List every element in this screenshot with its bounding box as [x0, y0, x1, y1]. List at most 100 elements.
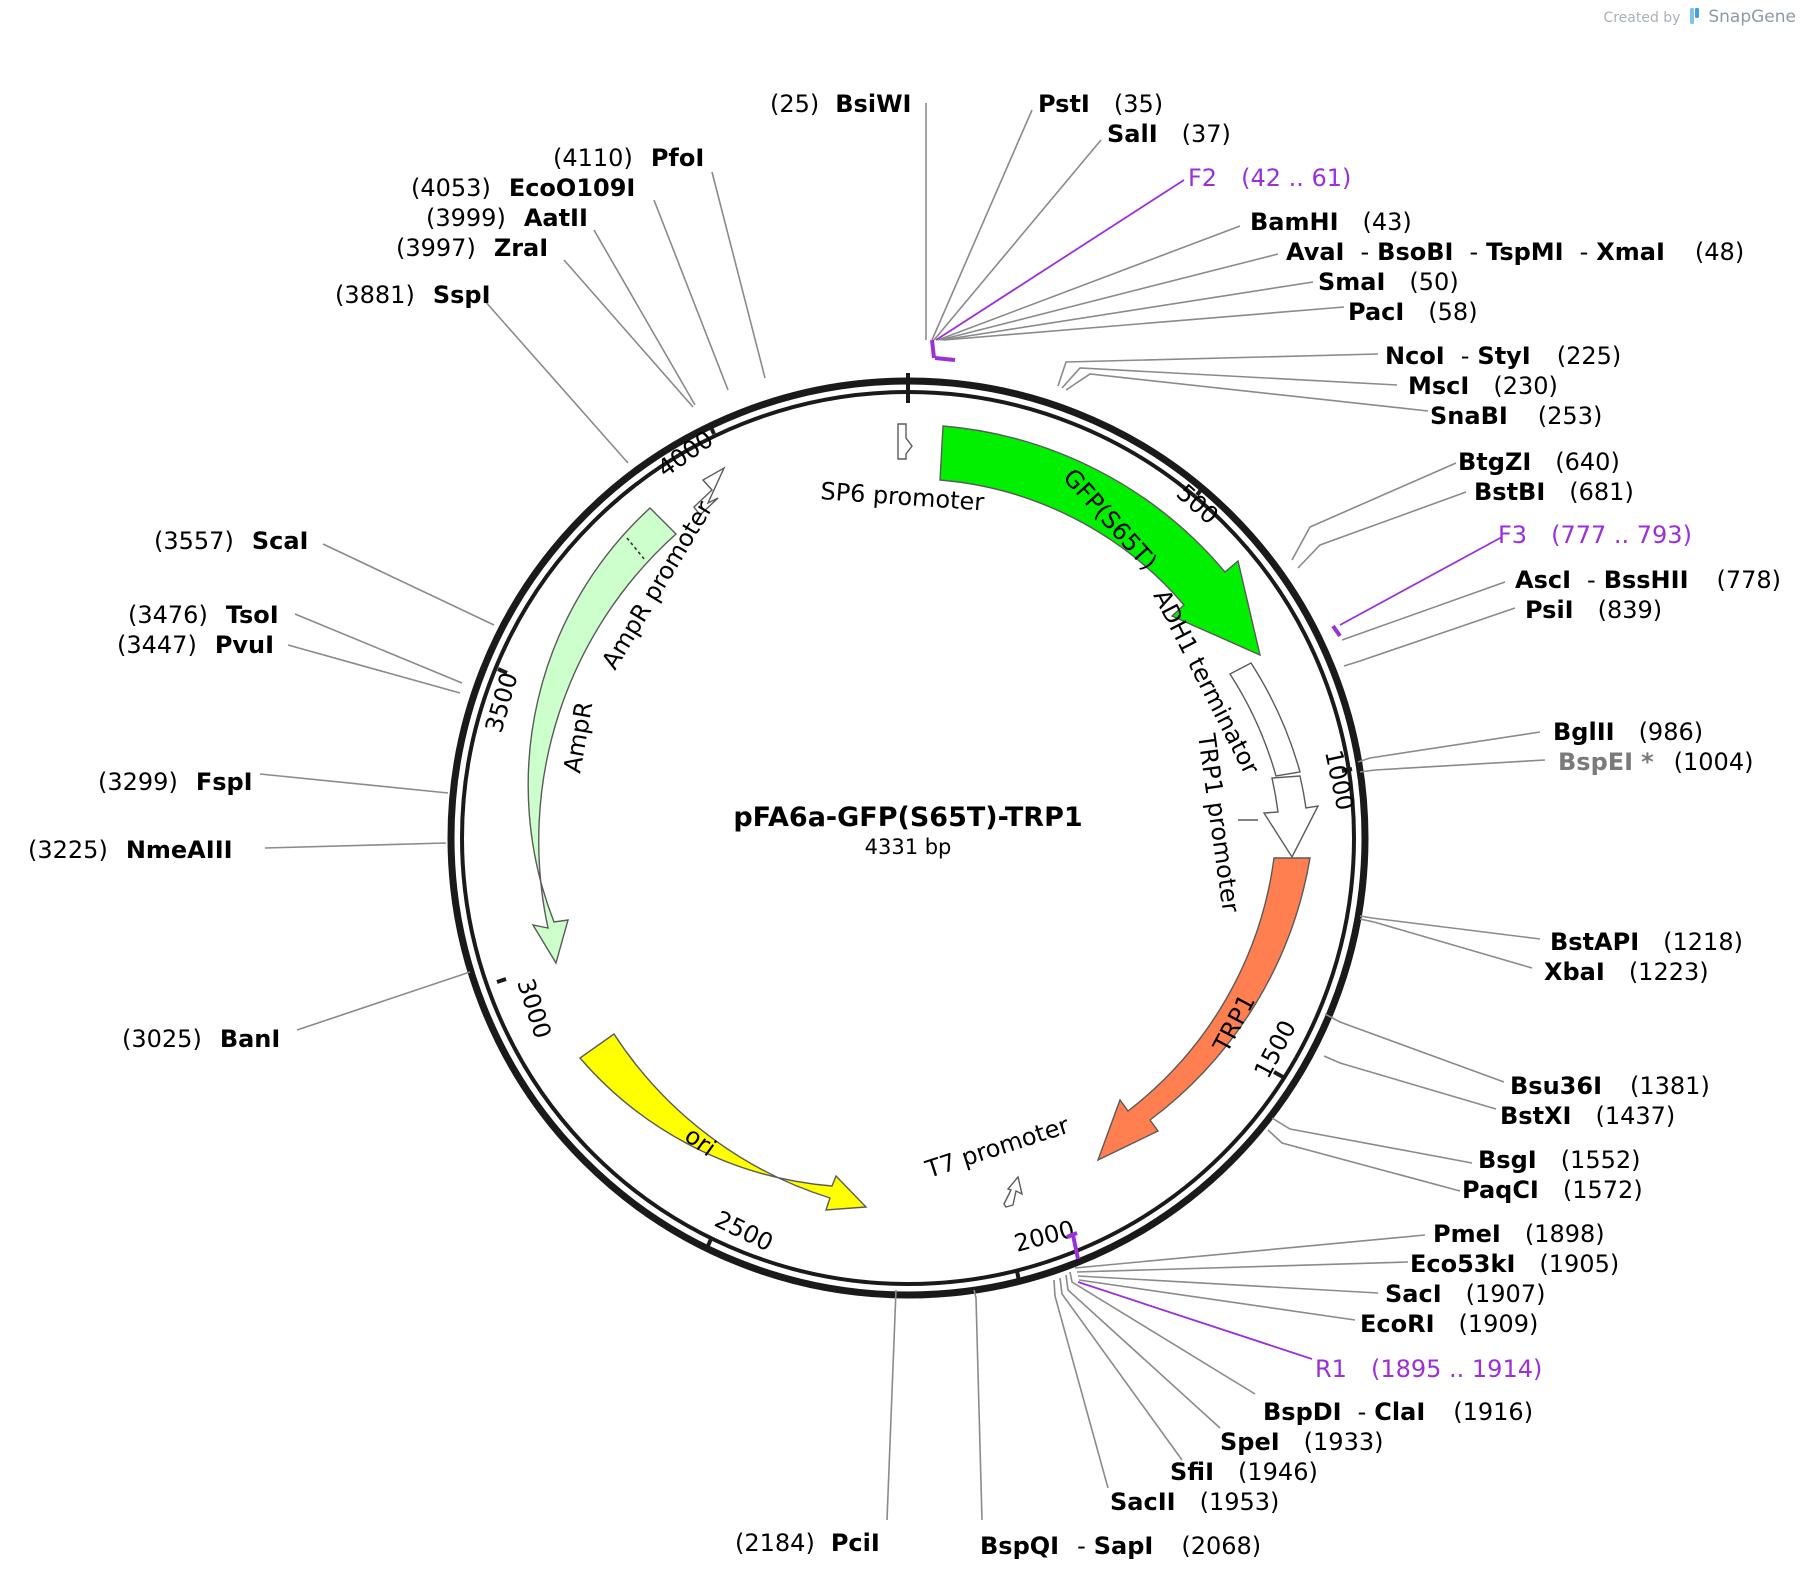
enzyme-msci[interactable]: MscI(230) [1408, 372, 1558, 400]
enzyme-eco0109i[interactable]: (4053)EcoO109I [411, 174, 635, 202]
leader-ava [939, 253, 1279, 341]
leader-r1 [1077, 1281, 1313, 1360]
ampr-promoter-feature[interactable] [693, 466, 726, 517]
leader-bstapi [1359, 915, 1541, 940]
enzyme-bstbi[interactable]: BstBI(681) [1474, 478, 1634, 506]
enzyme-bspqi-sapi[interactable]: BspQI-SapI(2068) [980, 1532, 1261, 1560]
enzyme-xbai[interactable]: XbaI(1223) [1544, 958, 1709, 986]
credit-created-by: Created by [1603, 10, 1681, 26]
sp6-promoter-feature[interactable] [897, 423, 913, 460]
snapgene-logo-icon [1689, 8, 1699, 24]
enzyme-labels: (25)BsiWI PstI(35) SalI(37) F2(42 .. 61)… [28, 90, 1781, 1560]
t7-promoter-feature[interactable] [1003, 1175, 1024, 1208]
enzyme-aatii[interactable]: (3999)AatII [426, 204, 588, 232]
primer-f2-label[interactable]: F2(42 .. 61) [1188, 164, 1351, 192]
leader-bsu36i [1324, 1013, 1505, 1083]
leader-eco53ki [1076, 1261, 1409, 1273]
leader-nmeaiii [264, 842, 447, 849]
enzyme-psii[interactable]: PsiI(839) [1525, 596, 1662, 624]
tick-marks [496, 373, 1353, 1282]
ori-feature[interactable] [578, 1033, 868, 1211]
enzyme-tsoi[interactable]: (3476)TsoI [128, 601, 279, 629]
enzyme-bamhi[interactable]: BamHI(43) [1250, 208, 1412, 236]
enzyme-pmei[interactable]: PmeI(1898) [1433, 1220, 1605, 1248]
enzyme-snabi[interactable]: SnaBI(253) [1430, 402, 1602, 430]
enzyme-smai[interactable]: SmaI(50) [1318, 268, 1459, 296]
enzyme-psti[interactable]: PstI(35) [1038, 90, 1163, 118]
enzyme-bglii[interactable]: BglII(986) [1553, 718, 1703, 746]
leader-tsoi [294, 613, 463, 684]
gfp-feature[interactable] [939, 425, 1262, 657]
enzyme-sali[interactable]: SalI(37) [1107, 120, 1231, 148]
enzyme-spei[interactable]: SpeI(1933) [1220, 1428, 1383, 1456]
enzyme-ecori[interactable]: EcoRI(1909) [1360, 1310, 1538, 1338]
enzyme-fspi[interactable]: (3299)FspI [98, 768, 253, 796]
enzyme-saci[interactable]: SacI(1907) [1385, 1280, 1545, 1308]
ampr-feature[interactable] [527, 507, 678, 965]
enzyme-bspdi-clai[interactable]: BspDI-ClaI(1916) [1263, 1398, 1533, 1426]
tick-1000 [1341, 767, 1353, 773]
enzyme-pcii[interactable]: (2184)PciI [735, 1529, 880, 1557]
enzyme-bsgi[interactable]: BsgI(1552) [1478, 1146, 1641, 1174]
enzyme-bstxi[interactable]: BstXI(1437) [1500, 1102, 1675, 1130]
leader-f3 [1339, 536, 1503, 626]
leader-bsgi [1271, 1117, 1473, 1164]
leader-sali [933, 139, 1102, 341]
enzyme-pfoi[interactable]: (4110)PfoI [553, 144, 704, 172]
enzyme-asci-bsshii[interactable]: AscI-BssHII(778) [1515, 566, 1781, 594]
enzyme-sacii[interactable]: SacII(1953) [1110, 1488, 1279, 1516]
enzyme-eco53ki[interactable]: Eco53kI(1905) [1410, 1250, 1619, 1278]
leader-psii [1343, 607, 1516, 667]
tick-2500 [705, 1238, 713, 1249]
leader-smai [941, 281, 1314, 341]
enzyme-paqci[interactable]: PaqCI(1572) [1462, 1176, 1643, 1204]
enzyme-zrai[interactable]: (3997)ZraI [396, 234, 548, 262]
leader-sspi [483, 299, 629, 464]
plasmid-name: pFA6a-GFP(S65T)-TRP1 [733, 802, 1082, 833]
leader-sacii [1053, 1279, 1109, 1489]
leader-aatii [593, 229, 696, 406]
tick-label-2500: 2500 [710, 1205, 777, 1257]
primer-r1-tick [1071, 1234, 1080, 1260]
tick-label-3000: 3000 [511, 975, 557, 1042]
enzyme-bani[interactable]: (3025)BanI [122, 1025, 280, 1053]
trp1-promoter-feature[interactable] [1262, 775, 1320, 859]
leader-pcii [886, 1289, 897, 1521]
enzyme-ava-group[interactable]: AvaI-BsoBI-TspMI-XmaI(48) [1286, 238, 1744, 266]
enzyme-bspei[interactable]: BspEI*(1004) [1558, 748, 1753, 776]
enzyme-bsu36i[interactable]: Bsu36I(1381) [1510, 1072, 1710, 1100]
trp1-feature[interactable] [1096, 857, 1311, 1162]
enzyme-paci[interactable]: PacI(58) [1348, 298, 1478, 326]
primer-f2-tick [934, 356, 956, 362]
credit-brand: SnapGene [1708, 7, 1796, 27]
leader-ecori [1078, 1279, 1356, 1321]
enzyme-nmeaiii[interactable]: (3225)NmeAIII [28, 836, 233, 864]
leader-bamhi [937, 225, 1241, 341]
enzyme-pvui[interactable]: (3447)PvuI [117, 631, 274, 659]
tick-500 [1195, 484, 1206, 497]
snapgene-credit: Created by SnapGene [1603, 7, 1796, 27]
enzyme-btgzi[interactable]: BtgZI(640) [1458, 448, 1620, 476]
enzyme-bstapi[interactable]: BstAPI(1218) [1550, 928, 1743, 956]
enzyme-sspi[interactable]: (3881)SspI [335, 281, 491, 309]
leader-snabi [1065, 373, 1429, 412]
enzyme-sfii[interactable]: SfiI(1946) [1170, 1458, 1318, 1486]
tick-1500 [1273, 1070, 1284, 1079]
ampr-label: AmpR [558, 700, 598, 775]
leader-bstxi [1323, 1055, 1497, 1110]
tick-label-4000: 4000 [652, 425, 718, 483]
primer-f3-marker [1331, 624, 1342, 638]
primer-f3-label[interactable]: F3(777 .. 793) [1498, 521, 1692, 549]
tick-3000 [496, 977, 507, 984]
tick-label-3500: 3500 [480, 669, 524, 735]
leader-paci [943, 306, 1345, 341]
enzyme-ncoi-styi[interactable]: NcoI-StyI(225) [1385, 342, 1621, 370]
primer-r1-label[interactable]: R1(1895 .. 1914) [1315, 1355, 1542, 1383]
leader-zrai [563, 259, 694, 408]
adh1-terminator-feature[interactable] [1228, 662, 1301, 777]
enzyme-scai[interactable]: (3557)ScaI [154, 527, 308, 555]
primer-markers [930, 339, 1342, 1260]
leader-pvui [287, 644, 461, 694]
enzyme-bsiwi[interactable]: (25)BsiWI [770, 90, 911, 118]
